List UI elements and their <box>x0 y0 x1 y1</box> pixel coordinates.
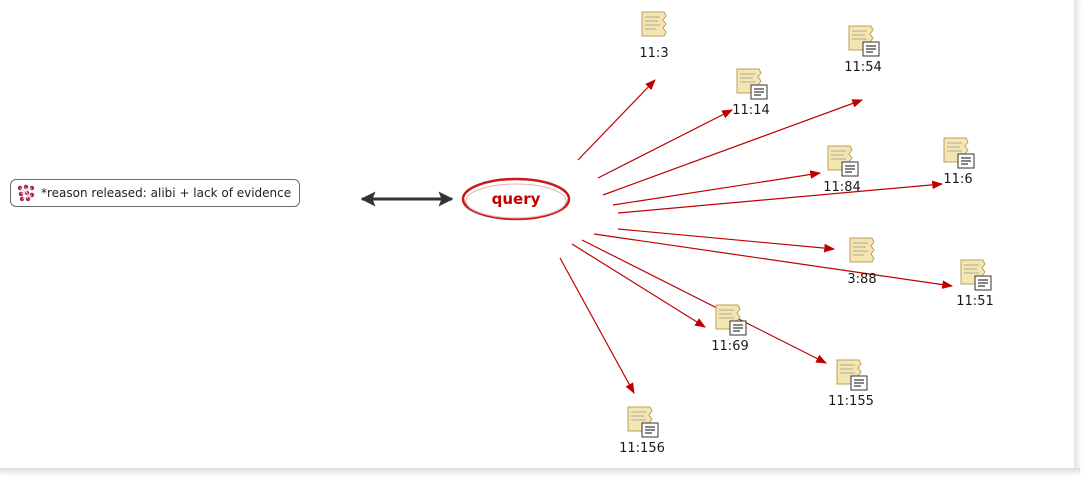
document-icon <box>849 237 875 263</box>
quotation-node-11-155[interactable]: 11:155 <box>823 358 879 409</box>
quotation-node-11-156[interactable]: 11:156 <box>614 405 670 456</box>
code-node-label: *reason released: alibi + lack of eviden… <box>41 186 292 200</box>
quotation-label: 3:88 <box>847 272 877 287</box>
quotation-node-11-51[interactable]: 11:51 <box>947 258 1003 309</box>
document-with-memo-icon <box>836 359 868 391</box>
document-with-memo-icon <box>943 137 975 169</box>
link-11-51[interactable] <box>593 233 954 289</box>
link-11-156[interactable] <box>559 257 635 394</box>
quotation-label: 11:14 <box>732 103 770 118</box>
link-11-6[interactable] <box>617 180 944 214</box>
quotation-node-11-84[interactable]: 11:84 <box>814 144 870 195</box>
link-11-3[interactable] <box>577 79 656 161</box>
document-icon <box>641 11 667 37</box>
link-11-155[interactable] <box>581 239 827 364</box>
quotation-label: 11:156 <box>619 441 665 456</box>
quotation-node-11-54[interactable]: 11:54 <box>835 24 891 75</box>
quotation-node-11-6[interactable]: 11:6 <box>930 136 986 187</box>
document-with-memo-icon <box>827 145 859 177</box>
network-view-canvas[interactable] <box>0 0 1074 468</box>
query-ellipse <box>461 177 571 221</box>
link-11-54[interactable] <box>602 99 864 196</box>
quotation-label: 11:69 <box>711 339 749 354</box>
quotation-node-11-69[interactable]: 11:69 <box>702 303 758 354</box>
quotation-node-3-88[interactable]: 3:88 <box>834 236 890 287</box>
link-11-84[interactable] <box>612 170 822 206</box>
document-with-memo-icon <box>715 304 747 336</box>
document-with-memo-icon <box>627 406 659 438</box>
query-quotation-links <box>559 79 954 394</box>
query-label: query <box>491 190 541 208</box>
code-node-reason-released[interactable]: *reason released: alibi + lack of eviden… <box>10 179 301 207</box>
quotation-node-11-3[interactable]: 11:3 <box>626 10 682 61</box>
quotation-node-11-14[interactable]: 11:14 <box>723 67 779 118</box>
quotation-label: 11:155 <box>828 394 874 409</box>
link-3-88[interactable] <box>617 228 836 253</box>
document-with-memo-icon <box>848 25 880 57</box>
quotation-label: 11:6 <box>943 172 973 187</box>
document-with-memo-icon <box>736 68 768 100</box>
link-11-14[interactable] <box>597 109 733 179</box>
document-with-memo-icon <box>960 259 992 291</box>
quotation-label: 11:84 <box>823 180 861 195</box>
quotation-label: 11:51 <box>956 294 994 309</box>
quotation-label: 11:3 <box>639 46 669 61</box>
canvas-shadow-bottom <box>0 468 1080 476</box>
quotation-label: 11:54 <box>844 60 882 75</box>
query-node[interactable]: query <box>460 176 572 222</box>
code-family-icon <box>17 184 35 202</box>
network-links <box>360 79 954 394</box>
canvas-shadow-right <box>1074 0 1082 474</box>
link-11-69[interactable] <box>571 243 706 328</box>
